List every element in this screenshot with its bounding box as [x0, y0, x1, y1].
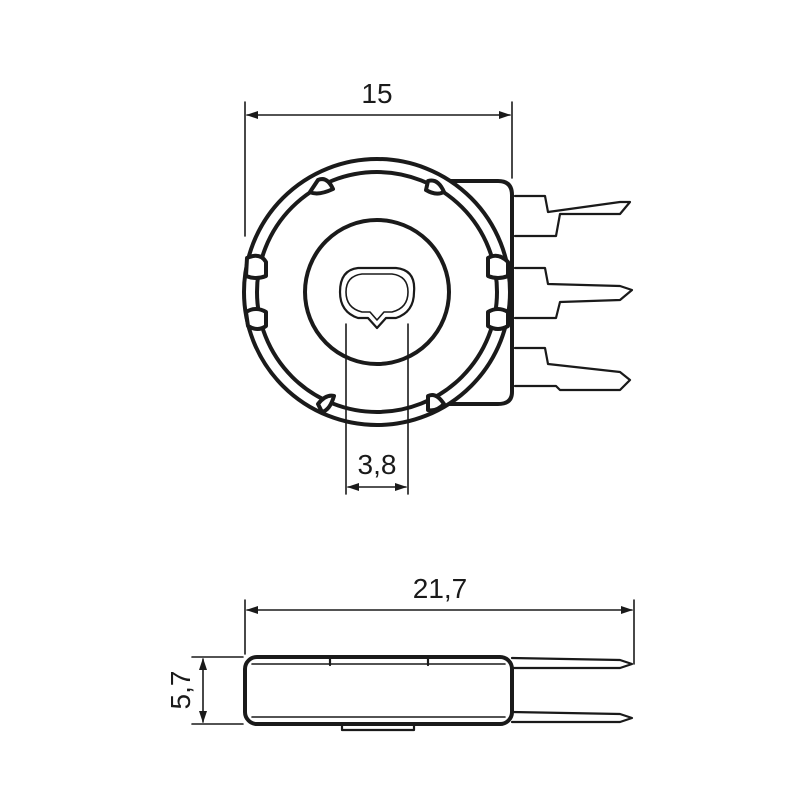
terminal-pin-middle: [513, 266, 634, 320]
dimension-height: 5,7: [165, 656, 244, 725]
dimension-label-shaft: 3,8: [358, 449, 397, 480]
terminal-pins: [513, 194, 634, 392]
dimension-width-top: 15: [244, 78, 513, 237]
rotor-ring: [303, 218, 451, 366]
dimension-shaft: 3,8: [345, 323, 409, 495]
side-pin-lower: [510, 710, 634, 724]
side-pin-upper: [510, 656, 634, 670]
notch-bottom-left: [316, 393, 336, 414]
notch-top-right: [424, 178, 446, 196]
rim-notches: [244, 177, 510, 414]
dimension-label-height: 5,7: [165, 671, 196, 710]
notch-right-lower: [486, 307, 510, 331]
side-body: [243, 655, 514, 726]
top-view: 15 3,8: [242, 78, 634, 495]
shaft-slot: [338, 266, 416, 330]
notch-left-lower: [244, 307, 268, 331]
notch-left-upper: [244, 253, 268, 280]
terminal-pin-top: [513, 194, 632, 238]
notch-bottom-right: [426, 393, 446, 413]
disc-rim: [255, 170, 499, 414]
shaft-slot-inner: [345, 273, 409, 321]
side-view: 21,7 5,7: [165, 573, 635, 732]
notch-right-upper: [486, 253, 510, 280]
side-shaft-bottom: [340, 722, 416, 732]
dimension-label-length: 21,7: [413, 573, 468, 604]
notch-top-left: [308, 177, 335, 196]
terminal-pin-bottom: [513, 346, 632, 392]
dimension-length: 21,7: [244, 573, 635, 665]
side-rotor-top: [328, 655, 430, 667]
dimension-label-width: 15: [361, 78, 392, 109]
